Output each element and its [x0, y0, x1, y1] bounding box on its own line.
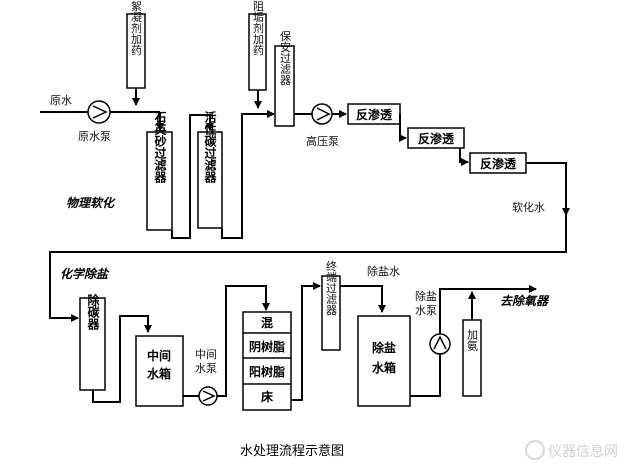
- desalted-water-tank: [357, 315, 411, 407]
- terminal-filter: [321, 275, 341, 351]
- mixed-bed: [242, 311, 292, 411]
- terminal-filter-label: 终端过滤器: [325, 259, 338, 316]
- security-filter-label: 保安过滤器: [279, 29, 292, 86]
- mid-pump-to-mixed-bed-line: [217, 285, 270, 397]
- intermediate-water-tank: [135, 335, 184, 407]
- ammonia-label: 加氨: [466, 329, 479, 352]
- mid-tank-label-2: 水箱: [147, 366, 171, 381]
- mixed-bed-label-2: 阴树脂: [249, 339, 285, 354]
- carbon-filter-label: 活性碳过滤器: [203, 110, 217, 184]
- softened-water-label: 软化水: [512, 200, 545, 214]
- ro3-output-line: [526, 162, 570, 216]
- watermark-text: 仪器信息网: [548, 443, 618, 460]
- desalted-water-label: 除盐水: [367, 264, 400, 278]
- ro2-to-ro3-line: [459, 148, 469, 166]
- ro2-label: 反渗透: [418, 131, 455, 146]
- mixed-bed-label-3: 阳树脂: [249, 364, 285, 379]
- raw-pump-label: 原水泵: [78, 130, 111, 143]
- watermark: 仪器信息网: [525, 440, 618, 460]
- desalted-water-pump: [429, 333, 451, 355]
- to-deaerator-line: [439, 285, 537, 334]
- desalted-tank-label-2: 水箱: [372, 360, 396, 375]
- mixed-bed-label-4: 床: [261, 389, 274, 404]
- raw-water-pump: [87, 100, 111, 124]
- activated-carbon-filter: [197, 131, 223, 229]
- decarbonator-to-tank-line: [92, 315, 152, 403]
- hp-pump-label: 高压泵: [306, 134, 339, 148]
- desalted-pump-label-1: 除盐: [415, 289, 437, 303]
- desalted-pump-label-2: 水泵: [415, 304, 437, 317]
- decarbonator-label: 除碳器: [86, 293, 100, 331]
- ro1-to-ro2-line: [399, 114, 407, 142]
- tank-to-desalted-pump-line: [410, 354, 441, 397]
- desalted-tank-label-1: 除盐: [372, 340, 396, 355]
- quartz-sand-filter: [146, 131, 173, 231]
- quartz-filter-label: 石英砂过滤器: [153, 111, 167, 184]
- scale-inhibitor-label: 阻垢剂加药: [252, 0, 265, 56]
- terminal-to-desalted-tank-line: [340, 285, 386, 313]
- to-deaerator-label: 去除氧器: [500, 294, 550, 308]
- high-pressure-pump: [311, 103, 333, 125]
- reverse-osmosis-2: [407, 127, 465, 149]
- mid-pump-label-1: 中间: [195, 348, 217, 361]
- flocculant-label: 絮凝剂加药: [130, 0, 143, 56]
- security-filter: [274, 45, 295, 127]
- raw-water-label: 原水: [50, 94, 72, 107]
- chemical-desalination-label: 化学除盐: [60, 267, 110, 281]
- carbon-to-security-line: [221, 110, 275, 239]
- mixed-bed-label-1: 混: [261, 315, 273, 330]
- physical-softening-label: 物理软化: [66, 196, 116, 210]
- mid-pump-label-2: 水泵: [195, 362, 217, 375]
- intermediate-water-pump: [198, 386, 218, 406]
- return-line: [49, 215, 567, 322]
- diagram-caption: 水处理流程示意图: [240, 443, 344, 459]
- mid-tank-label-1: 中间: [147, 348, 171, 363]
- quartz-to-carbon-line: [171, 114, 214, 239]
- ro1-label: 反渗透: [356, 107, 393, 122]
- ro3-label: 反渗透: [480, 156, 517, 171]
- mixed-bed-to-terminal-line: [291, 282, 321, 401]
